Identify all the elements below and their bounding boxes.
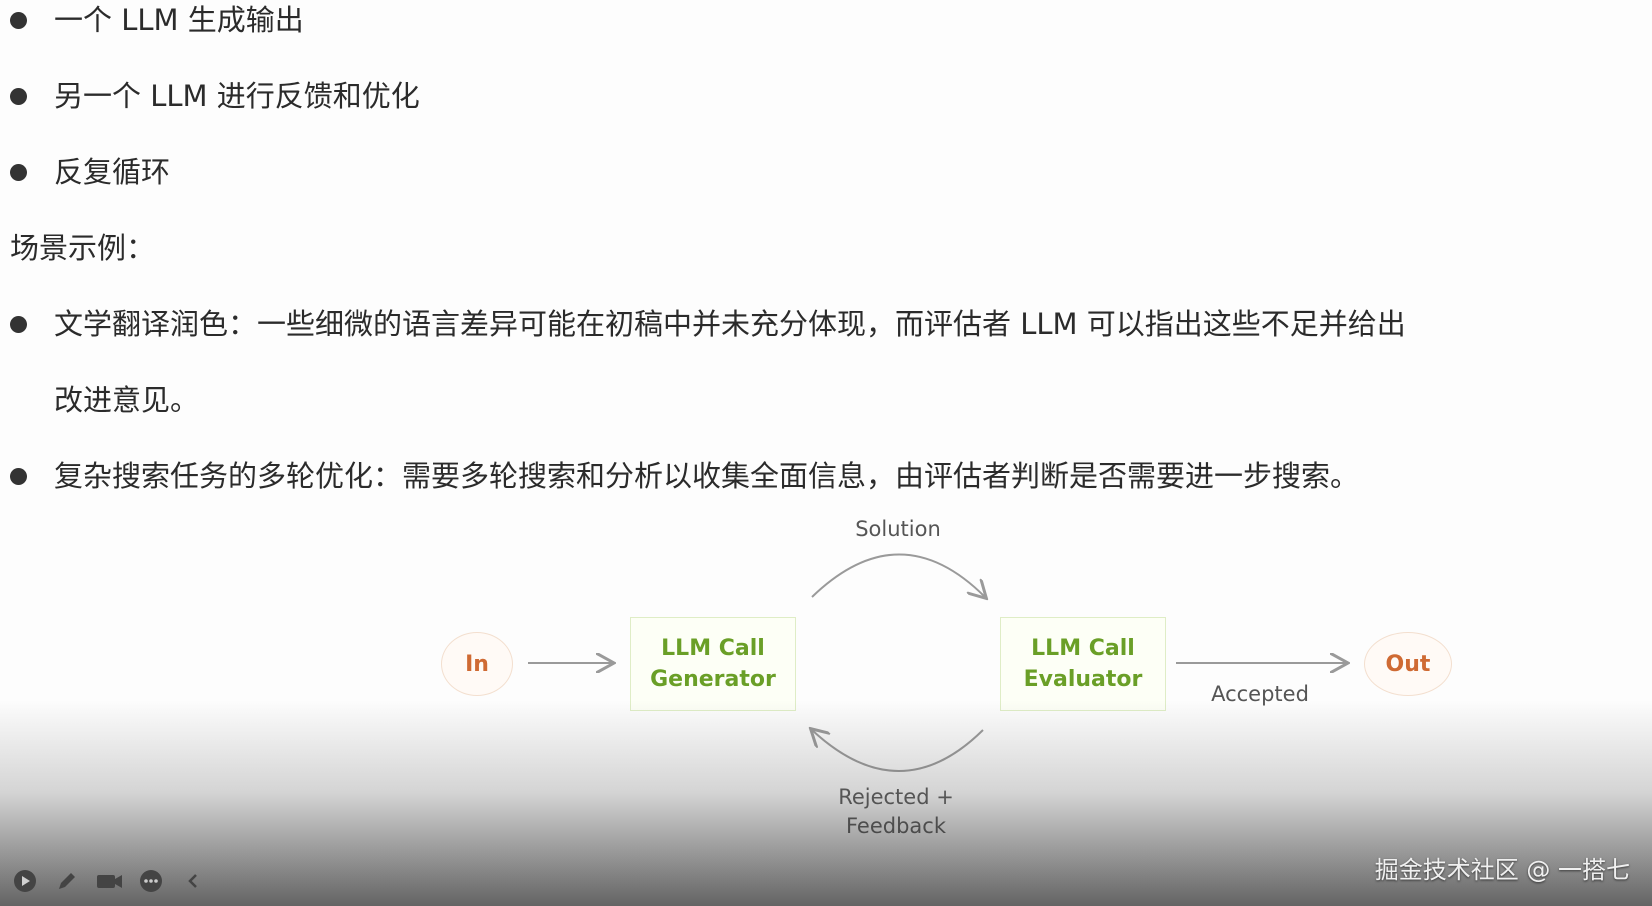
diagram-arrows	[528, 553, 1652, 772]
bullet-text: 反复循环	[54, 155, 171, 189]
solution-arrow	[811, 553, 985, 598]
generator-line-1: LLM Call	[661, 636, 765, 661]
in-node: In	[441, 632, 513, 696]
more-icon[interactable]	[138, 868, 164, 894]
accepted-label: Accepted	[1211, 682, 1309, 706]
example-item-1: 文学翻译润色：一些细微的语言差异可能在初稿中并未充分体现，而评估者 LLM 可以…	[10, 304, 1406, 344]
bullet-dot	[10, 163, 27, 181]
example-1-line-2: 改进意见。	[54, 383, 200, 417]
rejected-label: Rejected + Feedback	[816, 783, 976, 841]
generator-node: LLM Call Generator	[630, 617, 796, 711]
collapse-icon[interactable]	[180, 868, 206, 894]
rejected-line-1: Rejected +	[838, 785, 954, 809]
player-controls	[12, 868, 206, 894]
watermark: 掘金技术社区 @ 一搭七	[1374, 856, 1630, 884]
evaluator-optimizer-diagram: In LLM Call Generator LLM Call Evaluator…	[0, 517, 1652, 906]
out-node: Out	[1364, 632, 1452, 696]
bullet-text: 一个 LLM 生成输出	[54, 3, 304, 37]
evaluator-node: LLM Call Evaluator	[1000, 617, 1166, 711]
example-2-text: 复杂搜索任务的多轮优化：需要多轮搜索和分析以收集全面信息，由评估者判断是否需要进…	[54, 459, 1360, 493]
rejected-line-2: Feedback	[845, 814, 946, 838]
rejected-arrow	[812, 730, 984, 772]
pen-icon[interactable]	[54, 868, 80, 894]
example-item-2: 复杂搜索任务的多轮优化：需要多轮搜索和分析以收集全面信息，由评估者判断是否需要进…	[10, 456, 1359, 496]
bullet-dot	[10, 315, 27, 333]
play-icon[interactable]	[12, 868, 38, 894]
bullet-text: 另一个 LLM 进行反馈和优化	[54, 79, 420, 113]
bullet-item: 另一个 LLM 进行反馈和优化	[10, 76, 420, 116]
scenario-heading: 场景示例：	[10, 231, 156, 265]
bullet-dot	[10, 11, 27, 29]
bullet-item: 一个 LLM 生成输出	[10, 0, 304, 40]
evaluator-line-2: Evaluator	[1023, 667, 1143, 692]
bullet-item: 反复循环	[10, 152, 170, 192]
example-1-line-1: 文学翻译润色：一些细微的语言差异可能在初稿中并未充分体现，而评估者 LLM 可以…	[54, 307, 1406, 341]
evaluator-line-1: LLM Call	[1031, 636, 1135, 661]
generator-line-2: Generator	[650, 667, 776, 692]
solution-label: Solution	[855, 517, 941, 541]
camera-icon[interactable]	[96, 868, 122, 894]
bullet-dot	[10, 467, 27, 485]
bullet-dot	[10, 87, 27, 105]
